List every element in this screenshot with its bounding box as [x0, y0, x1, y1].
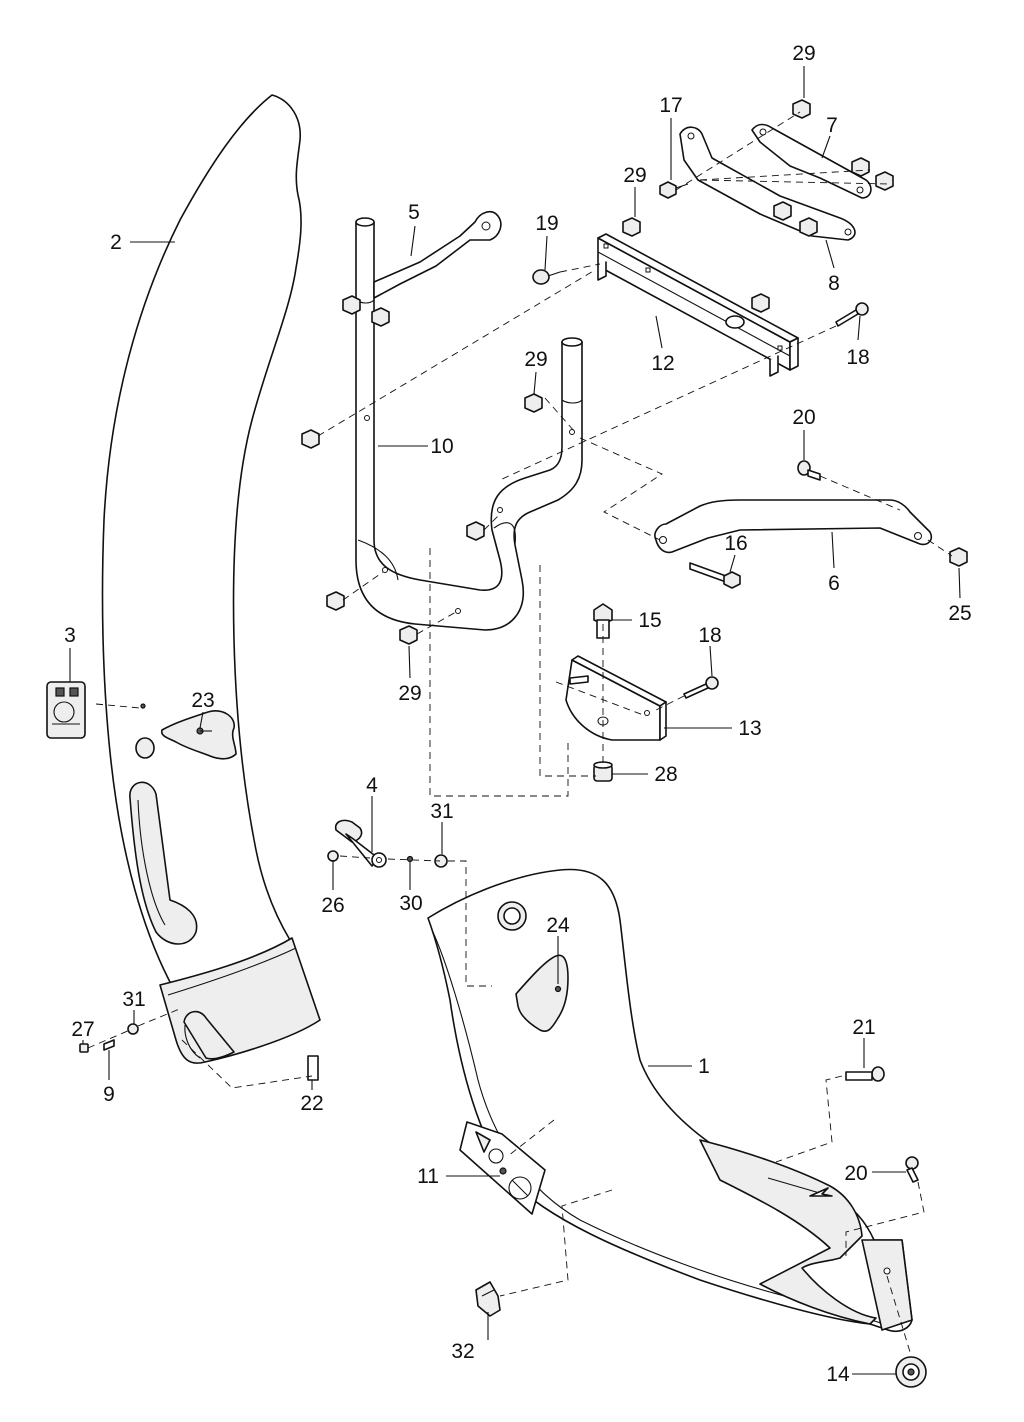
callout-labels: 29 17 7 29 5 19 2 8 12 18 29 10 20 16 6 … [64, 42, 972, 1386]
callout-17: 17 [659, 94, 682, 117]
callout-26: 26 [321, 894, 344, 917]
callout-13: 13 [738, 717, 761, 740]
part-20-bolt-upper [797, 460, 821, 481]
part-25-nut [949, 547, 968, 567]
part-10-tube-frame [355, 217, 583, 631]
callout-23: 23 [191, 689, 214, 712]
callout-28: 28 [654, 763, 677, 786]
callout-12: 12 [651, 352, 674, 375]
callout-3: 3 [64, 624, 76, 647]
callout-14: 14 [826, 1363, 850, 1386]
callout-19: 19 [535, 212, 558, 235]
part-5-bracket-arm [373, 210, 502, 299]
part-13-bracket-plate [565, 655, 667, 741]
leader-lines [69, 66, 961, 1375]
callout-15: 15 [638, 609, 661, 632]
callout-8: 8 [828, 272, 840, 295]
callout-4: 4 [366, 774, 378, 797]
callout-29: 29 [398, 682, 421, 705]
callout-18: 18 [698, 624, 721, 647]
part-15-bolt [593, 603, 613, 639]
callout-20: 20 [844, 1162, 867, 1185]
part-14-knob [895, 1356, 927, 1388]
callout-32: 32 [451, 1340, 474, 1363]
callout-2: 2 [110, 231, 122, 254]
part-17-bolt [659, 181, 689, 199]
callout-5: 5 [408, 201, 420, 224]
callout-27: 27 [71, 1018, 94, 1041]
callout-29: 29 [524, 348, 547, 371]
part-11-warning-decal [459, 1121, 546, 1215]
callout-21: 21 [852, 1016, 875, 1039]
callout-22: 22 [300, 1092, 323, 1115]
callout-1: 1 [698, 1055, 710, 1078]
part-19-pin [532, 269, 561, 285]
plate-nuts [773, 157, 894, 237]
small-hardware [79, 850, 498, 1081]
part-3-deflector-clip [46, 681, 86, 739]
callout-25: 25 [948, 602, 971, 625]
callout-31: 31 [122, 988, 145, 1011]
callout-11: 11 [417, 1165, 439, 1188]
assembly-lines [87, 111, 953, 1353]
part-20-bolt-lower [905, 1156, 919, 1183]
part-28-nut [593, 761, 613, 782]
callout-24: 24 [546, 914, 570, 937]
part-32-latch [475, 1281, 501, 1317]
part-4-lever [334, 819, 387, 868]
part-18-bolt-upper [835, 302, 869, 327]
frame-nuts [301, 99, 811, 645]
part-1-lower-chute [427, 868, 913, 1333]
part-16-bolt [689, 562, 741, 589]
part-21-bolt [845, 1066, 885, 1082]
callout-20: 20 [792, 406, 815, 429]
part-2-upper-chute [101, 94, 321, 1064]
callout-7: 7 [826, 114, 838, 137]
callout-29: 29 [623, 164, 646, 187]
callout-16: 16 [724, 532, 747, 555]
callout-6: 6 [828, 572, 840, 595]
callout-29: 29 [792, 42, 815, 65]
part-12-mounting-bracket [597, 233, 799, 377]
callout-18: 18 [846, 346, 869, 369]
callout-10: 10 [430, 435, 453, 458]
part-8-lower-plate [679, 126, 856, 241]
callout-9: 9 [103, 1083, 115, 1106]
callout-30: 30 [399, 892, 422, 915]
part-18-bolt-lower [683, 676, 719, 699]
callout-31: 31 [430, 800, 453, 823]
part-6-support-arm [654, 499, 933, 554]
